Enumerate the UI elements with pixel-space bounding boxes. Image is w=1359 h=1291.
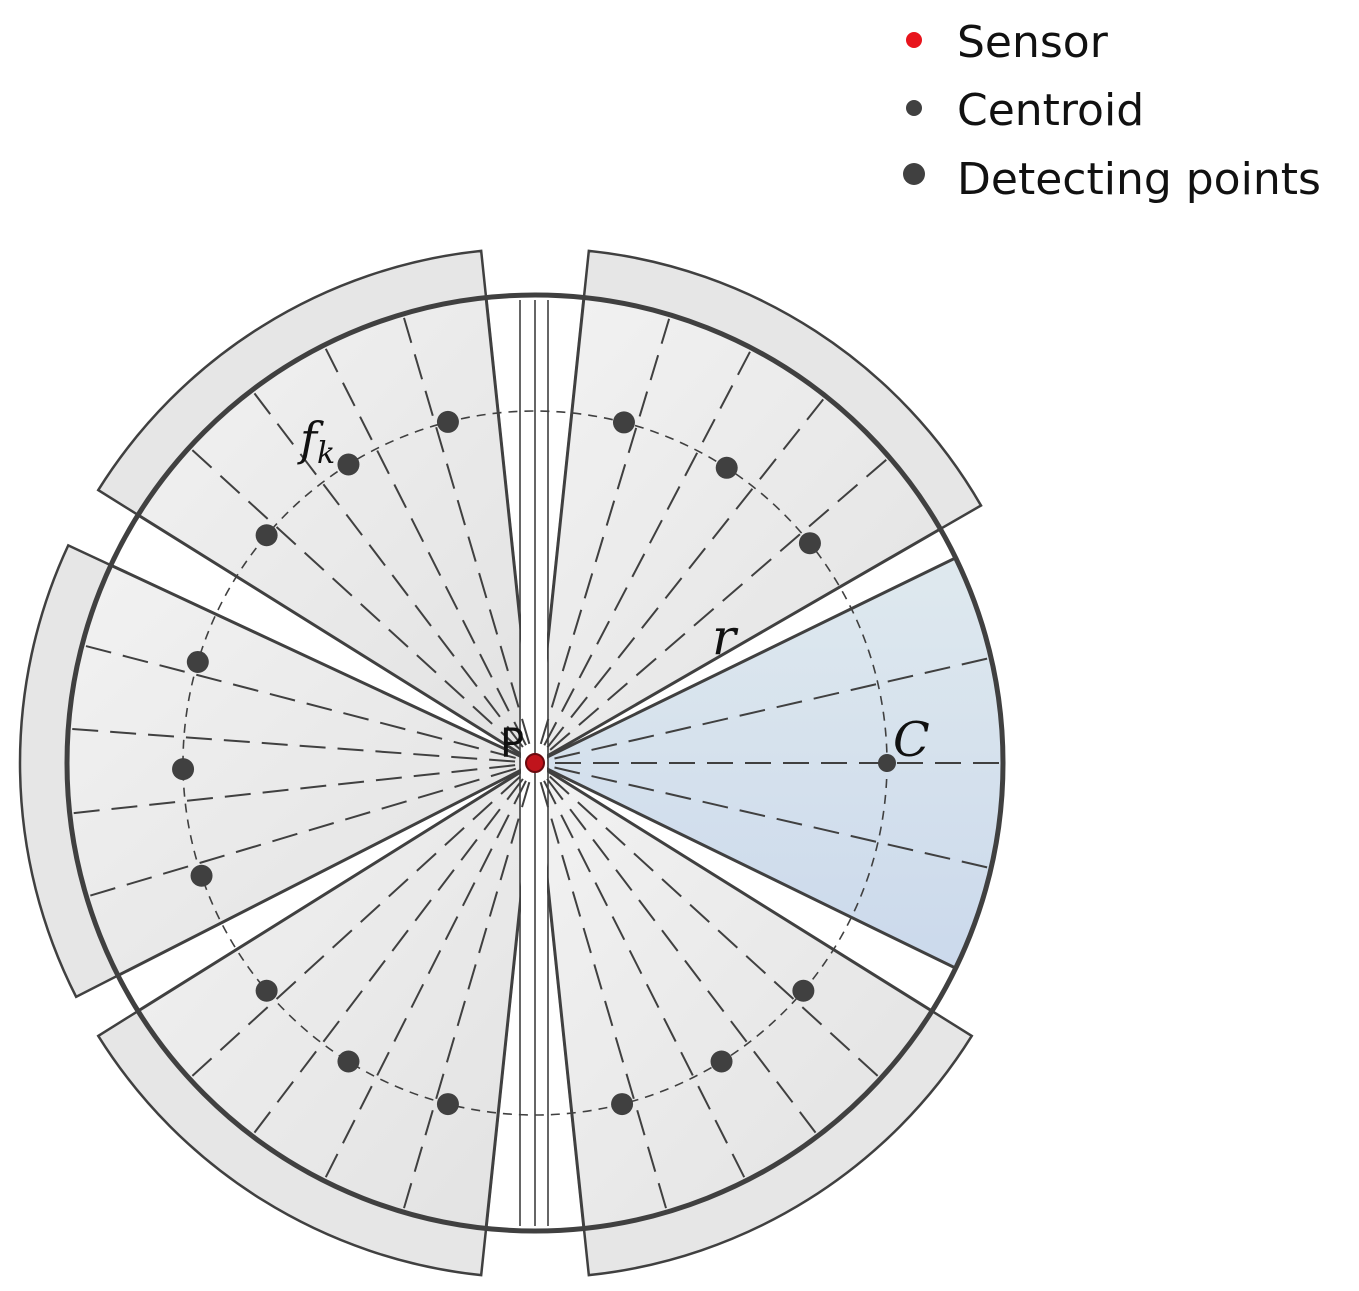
detecting-point bbox=[172, 758, 195, 781]
legend-centroid-label: Centroid bbox=[957, 85, 1144, 136]
centroid-label: C bbox=[893, 712, 930, 768]
detecting-point bbox=[710, 1050, 733, 1073]
legend: Sensor Centroid Detecting points bbox=[903, 17, 1321, 205]
coverage-circle bbox=[64, 292, 1006, 1234]
detecting-point bbox=[612, 411, 635, 434]
legend-sensor-label: Sensor bbox=[957, 17, 1109, 68]
detecting-point bbox=[255, 979, 278, 1002]
detecting-point bbox=[190, 864, 213, 887]
legend-detecting-dot bbox=[903, 163, 925, 185]
detecting-point bbox=[186, 650, 209, 673]
sensor-marker bbox=[525, 753, 545, 773]
legend-detecting-label: Detecting points bbox=[957, 154, 1321, 205]
centroid-point bbox=[878, 754, 896, 772]
detecting-point bbox=[337, 453, 360, 476]
detecting-point bbox=[255, 524, 278, 547]
detecting-point bbox=[337, 1050, 360, 1073]
detecting-point bbox=[436, 1093, 459, 1116]
legend-sensor-dot bbox=[906, 32, 922, 48]
detecting-point bbox=[436, 410, 459, 433]
detecting-point bbox=[792, 979, 815, 1002]
sector-label: fk bbox=[297, 412, 335, 471]
detecting-point bbox=[715, 456, 738, 479]
detecting-point-layer bbox=[172, 410, 896, 1116]
detecting-point bbox=[798, 532, 821, 555]
radius-label: r bbox=[712, 608, 739, 666]
legend-centroid-dot bbox=[906, 100, 922, 116]
sensor-point-label: P bbox=[500, 721, 524, 767]
detecting-point bbox=[611, 1093, 634, 1116]
